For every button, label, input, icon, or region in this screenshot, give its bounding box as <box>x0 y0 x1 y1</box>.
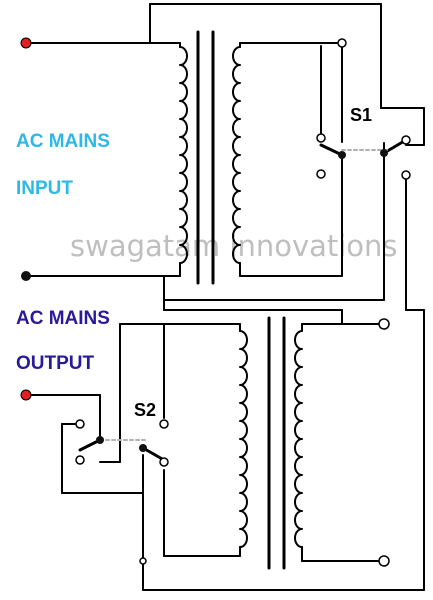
switch-s1-label: S1 <box>350 105 372 125</box>
top-primary-wiring <box>25 42 181 277</box>
top-secondary-coil <box>232 46 241 264</box>
output-upper-terminal <box>378 318 390 330</box>
top-primary-coil <box>179 46 188 264</box>
s2-contact <box>159 457 169 467</box>
s2-pivot <box>96 436 104 444</box>
s1-pivot <box>338 151 346 159</box>
bottom-junction <box>139 557 147 565</box>
terminals <box>20 37 411 567</box>
s1-top-junction <box>337 38 347 48</box>
s2-contact <box>159 419 169 429</box>
s2-pivot <box>139 444 147 452</box>
switch-s2-label: S2 <box>134 400 156 420</box>
output-label-line2: OUTPUT <box>16 353 95 374</box>
bottom-primary-coil <box>239 330 248 548</box>
s1-contact <box>316 133 326 143</box>
output-lower-terminal <box>378 555 390 567</box>
top-secondary-wiring <box>149 3 425 311</box>
output-label-line1: AC MAINS <box>16 308 110 329</box>
top-transformer <box>179 30 241 285</box>
bottom-wiring <box>25 299 425 591</box>
input-terminal-top <box>20 37 32 49</box>
output-terminal <box>20 389 32 401</box>
s1-pivot <box>380 149 388 157</box>
bottom-secondary-coil <box>294 330 303 548</box>
s1-contact <box>401 135 411 145</box>
bottom-transformer <box>239 316 303 570</box>
input-label-line2: INPUT <box>16 178 73 199</box>
input-label-line1: AC MAINS <box>16 131 110 152</box>
input-terminal-bottom <box>21 271 31 281</box>
s1-contact <box>316 169 326 179</box>
s1-contact <box>401 170 411 180</box>
s2-contact <box>75 419 85 429</box>
s2-contact <box>75 455 85 465</box>
